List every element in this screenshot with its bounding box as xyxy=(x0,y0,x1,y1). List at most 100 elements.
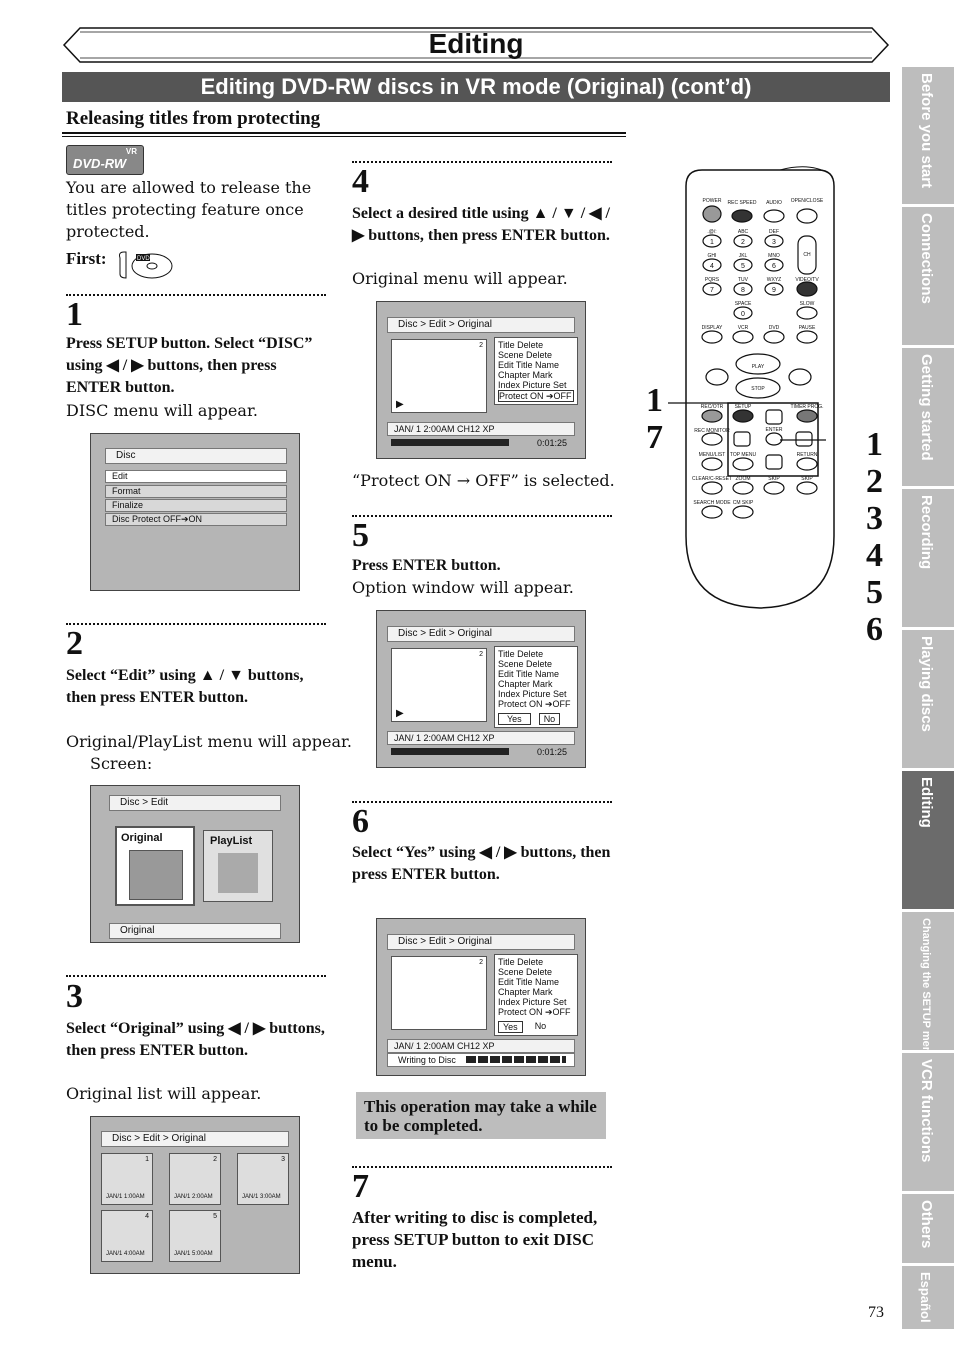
page-title-banner: Editing xyxy=(62,26,890,64)
step-6-number: 6 xyxy=(352,803,369,840)
menu-item-finalize[interactable]: Finalize xyxy=(105,499,287,512)
svg-text:CM SKIP: CM SKIP xyxy=(733,500,754,506)
svg-text:7: 7 xyxy=(710,287,714,294)
menu-item[interactable]: Scene Delete xyxy=(498,350,553,360)
no-button[interactable]: No xyxy=(538,713,561,725)
svg-text:DVD: DVD xyxy=(769,325,780,331)
play-icon: ▶ xyxy=(396,708,404,719)
original-option[interactable]: Original xyxy=(115,826,195,906)
edit-menu-screen: Disc > Edit Original PlayList Original xyxy=(90,785,300,943)
svg-text:5: 5 xyxy=(741,263,745,270)
disc-menu-screen: Disc Edit Format Finalize Disc Protect O… xyxy=(90,433,300,591)
yes-button[interactable]: Yes xyxy=(498,1021,523,1033)
svg-text:4: 4 xyxy=(710,263,714,270)
step-1-number: 1 xyxy=(66,296,83,333)
svg-text:REC/OTR: REC/OTR xyxy=(701,404,724,410)
no-button[interactable]: No xyxy=(534,1021,547,1031)
step-5-instruction: Press ENTER button. xyxy=(352,557,501,574)
svg-text:6: 6 xyxy=(772,263,776,270)
tab-espanol[interactable]: Español xyxy=(902,1263,954,1329)
menu-item[interactable]: Index Picture Set xyxy=(498,380,567,390)
svg-text:TUV: TUV xyxy=(738,277,749,283)
playlist-option[interactable]: PlayList xyxy=(203,830,273,902)
screen-breadcrumb: Disc > Edit > Original xyxy=(387,934,575,950)
first-label: First: xyxy=(66,249,107,268)
tab-before-you-start[interactable]: Before you start xyxy=(902,64,954,204)
svg-text:3: 3 xyxy=(772,239,776,246)
step-separator xyxy=(66,975,326,977)
screen-breadcrumb: Disc xyxy=(105,448,287,464)
menu-item[interactable]: Title Delete xyxy=(498,340,544,350)
screen-breadcrumb: Disc > Edit > Original xyxy=(387,626,575,642)
svg-text:MNO: MNO xyxy=(768,253,780,259)
svg-text:STOP: STOP xyxy=(751,386,765,392)
svg-text:9: 9 xyxy=(772,287,776,294)
banner-frame xyxy=(62,27,890,63)
tab-connections[interactable]: Connections xyxy=(902,204,954,345)
original-cube-icon xyxy=(129,850,183,900)
step-5-number: 5 xyxy=(352,517,369,554)
svg-text:POWER: POWER xyxy=(703,198,722,204)
step-4-instruction: Select a desired title using ▲ / ▼ / ◀ /… xyxy=(352,205,610,244)
page-title: Editing xyxy=(428,28,524,59)
screen-breadcrumb: Disc > Edit > Original xyxy=(101,1131,289,1147)
writing-progress xyxy=(466,1056,566,1063)
title-info: JAN/ 1 2:00AM CH12 XP xyxy=(387,422,575,436)
svg-text:PLAY: PLAY xyxy=(752,364,765,370)
step-2-number: 2 xyxy=(66,625,83,662)
svg-text:0: 0 xyxy=(741,311,745,318)
step-separator xyxy=(66,623,326,625)
svg-text:DISPLAY: DISPLAY xyxy=(702,325,723,331)
page-subtitle: Editing DVD-RW discs in VR mode (Origina… xyxy=(62,72,890,102)
menu-item[interactable]: Chapter Mark xyxy=(498,370,553,380)
callout-right-2: 2 xyxy=(866,463,883,500)
callout-right-5: 5 xyxy=(866,574,883,611)
tab-vcr-functions[interactable]: VCR functions xyxy=(902,1050,954,1191)
svg-text:MENU/LIST: MENU/LIST xyxy=(699,452,726,458)
elapsed-time: 0:01:25 xyxy=(537,747,568,757)
menu-item-protect[interactable]: Protect ON ➔OFF xyxy=(498,390,574,402)
svg-text:TOP MENU: TOP MENU xyxy=(730,452,757,458)
disc-insert-icon: DVD xyxy=(116,248,176,282)
elapsed-time: 0:01:25 xyxy=(537,438,568,448)
svg-text:AUDIO: AUDIO xyxy=(766,200,782,206)
callout-lines xyxy=(668,402,826,441)
tab-changing-setup-menu[interactable]: Changing the SETUP menu xyxy=(902,909,954,1060)
section-title: Releasing titles from protecting xyxy=(66,108,321,129)
svg-text:SKIP: SKIP xyxy=(768,476,780,482)
writing-status: Writing to Disc xyxy=(387,1053,575,1067)
badge-dvd-rw: DVD-RW xyxy=(73,156,127,171)
svg-text:SETUP: SETUP xyxy=(735,404,752,410)
tab-others[interactable]: Others xyxy=(902,1191,954,1263)
svg-text:JKL: JKL xyxy=(739,253,748,259)
progress-bar xyxy=(391,439,509,446)
tab-getting-started[interactable]: Getting started xyxy=(902,345,954,486)
svg-text:DEF: DEF xyxy=(769,229,779,235)
title-info: JAN/ 1 2:00AM CH12 XP xyxy=(387,731,575,745)
note-box: This operation may take a while to be co… xyxy=(356,1092,606,1139)
menu-item-edit[interactable]: Edit xyxy=(105,470,287,483)
yes-button[interactable]: Yes xyxy=(498,713,531,725)
menu-item-format[interactable]: Format xyxy=(105,485,287,498)
step-3-number: 3 xyxy=(66,978,83,1015)
svg-text:ENTER: ENTER xyxy=(766,427,783,433)
dvd-logo-text: DVD xyxy=(137,256,150,262)
menu-item-disc-protect[interactable]: Disc Protect OFF➔ON xyxy=(105,513,287,526)
callout-right-6: 6 xyxy=(866,611,883,648)
svg-text:SEARCH MODE: SEARCH MODE xyxy=(693,500,731,506)
svg-text:2: 2 xyxy=(741,239,745,246)
tab-playing-discs[interactable]: Playing discs xyxy=(902,627,954,768)
tab-editing[interactable]: Editing xyxy=(902,768,954,909)
badge-vr: VR xyxy=(125,147,137,156)
menu-item[interactable]: Edit Title Name xyxy=(498,360,560,370)
tab-recording[interactable]: Recording xyxy=(902,486,954,627)
